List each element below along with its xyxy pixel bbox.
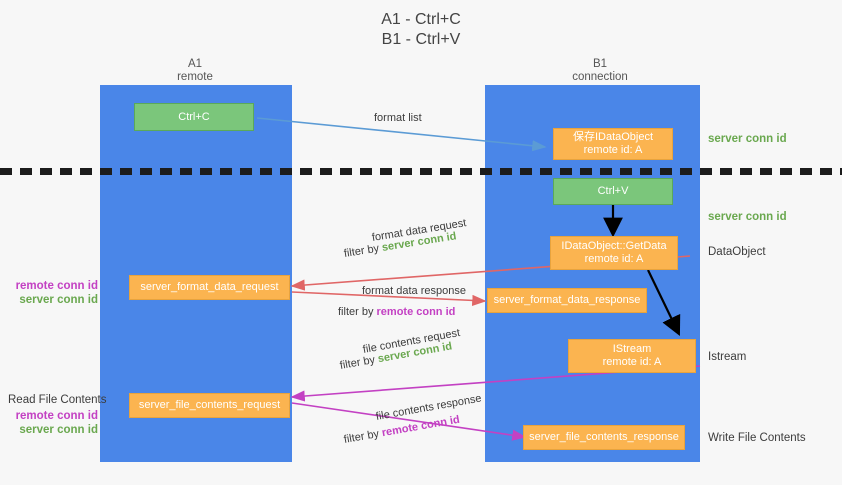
phase-divider: [0, 168, 842, 175]
left-label-group-2: remote conn id server conn id: [10, 409, 98, 437]
box-istream[interactable]: IStream remote id: A: [568, 339, 696, 373]
column-header-b1: B1 connection: [520, 58, 680, 84]
left-label-remote-conn-id-1: remote conn id: [15, 280, 98, 292]
box-idataobject-line2: remote id: A: [583, 144, 643, 156]
right-label-write-file-contents: Write File Contents: [708, 432, 806, 444]
box-server-format-data-response-label: server_format_data_response: [493, 294, 641, 306]
left-label-remote-conn-id-2: remote conn id: [15, 410, 98, 422]
left-label-server-conn-id-2: server conn id: [19, 424, 98, 436]
right-label-istream: Istream: [708, 351, 747, 363]
box-idataobject[interactable]: 保存IDataObject remote id: A: [553, 128, 673, 160]
column-header-a1-name: A1: [187, 58, 203, 70]
annotation-format-data-response-filter: filter by remote conn id: [338, 305, 455, 319]
box-istream-line2: remote id: A: [602, 356, 662, 368]
left-label-server-conn-id-1: server conn id: [19, 294, 98, 306]
box-ctrl-v[interactable]: Ctrl+V: [553, 178, 673, 205]
annotation-format-data-request-filter-prefix: filter by: [343, 242, 383, 260]
page-title: A1 - Ctrl+C B1 - Ctrl+V: [0, 10, 842, 50]
box-getdata-line1: IDataObject::GetData: [561, 240, 667, 252]
box-server-file-contents-request[interactable]: server_file_contents_request: [129, 393, 290, 418]
box-server-format-data-request[interactable]: server_format_data_request: [129, 275, 290, 300]
column-header-a1-sub: remote: [177, 71, 213, 83]
annotation-format-data-response-filter-value: remote conn id: [376, 306, 456, 318]
annotation-format-data-response-filter-prefix: filter by: [338, 306, 377, 318]
annotation-file-contents-response-filter-prefix: filter by: [342, 427, 383, 446]
title-line-2: B1 - Ctrl+V: [381, 31, 461, 48]
column-header-b1-name: B1: [592, 58, 608, 70]
box-ctrl-c-label: Ctrl+C: [178, 110, 210, 123]
box-server-format-data-response[interactable]: server_format_data_response: [487, 288, 647, 313]
left-label-group-1: remote conn id server conn id: [10, 279, 98, 307]
box-istream-line1: IStream: [612, 343, 652, 355]
annotation-file-contents-request-filter-prefix: filter by: [338, 353, 379, 372]
left-label-read-file-contents: Read File Contents: [8, 394, 107, 406]
box-getdata-line2: remote id: A: [584, 253, 644, 265]
box-server-file-contents-request-label: server_file_contents_request: [138, 399, 281, 411]
title-line-1: A1 - Ctrl+C: [381, 11, 461, 28]
box-idataobject-line1: 保存IDataObject: [572, 131, 654, 143]
box-ctrl-v-label: Ctrl+V: [597, 185, 629, 197]
annotation-format-list: format list: [374, 112, 422, 124]
box-server-file-contents-response-label: server_file_contents_response: [529, 431, 679, 443]
right-label-dataobject: DataObject: [708, 246, 766, 258]
box-server-file-contents-response[interactable]: server_file_contents_response: [523, 425, 685, 450]
right-label-server-conn-id-1: server conn id: [708, 133, 787, 145]
column-header-a1: A1 remote: [115, 58, 275, 84]
column-header-b1-sub: connection: [572, 71, 628, 83]
annotation-format-data-response: format data response: [362, 285, 466, 297]
box-ctrl-c[interactable]: Ctrl+C: [134, 103, 254, 131]
right-label-server-conn-id-2: server conn id: [708, 211, 787, 223]
box-idataobject-getdata[interactable]: IDataObject::GetData remote id: A: [550, 236, 678, 270]
box-server-format-data-request-label: server_format_data_request: [140, 281, 279, 293]
